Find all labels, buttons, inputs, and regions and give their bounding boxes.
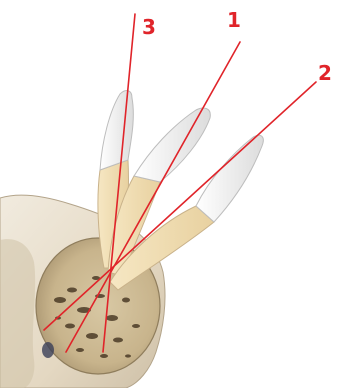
label-line-2: 2 xyxy=(318,61,332,85)
crown-3 xyxy=(100,91,133,170)
axis-line-2 xyxy=(44,82,316,330)
label-line-3: 3 xyxy=(142,15,156,39)
bone-shadow xyxy=(0,239,35,388)
crown-1 xyxy=(134,108,210,182)
cortical-dark-spot xyxy=(42,342,54,358)
label-line-1: 1 xyxy=(227,8,241,32)
crown-2 xyxy=(196,135,263,222)
